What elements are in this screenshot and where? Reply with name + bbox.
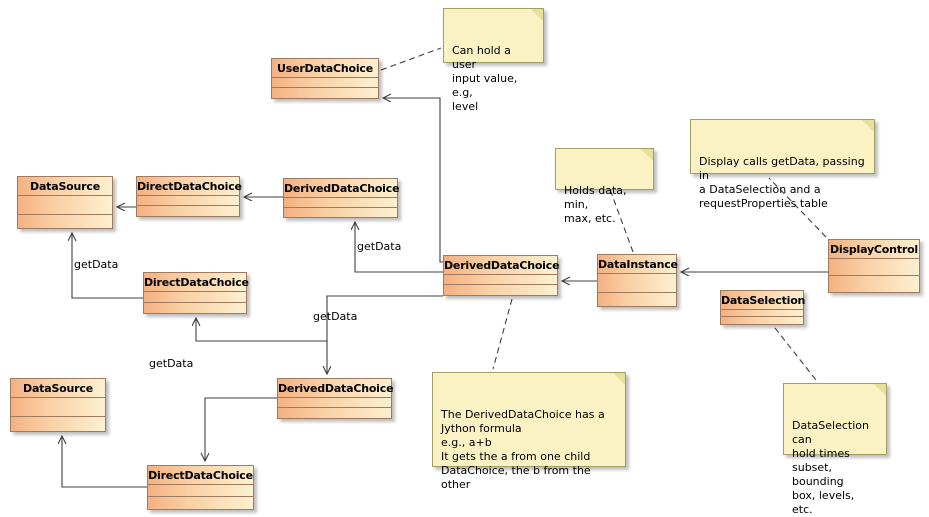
class-title: DerivedDataChoice bbox=[444, 256, 560, 275]
class-operations bbox=[598, 293, 676, 306]
class-attributes bbox=[144, 292, 246, 303]
edge-label-getdata-1: getData bbox=[357, 240, 402, 253]
class-attributes bbox=[829, 259, 919, 276]
class-title: DirectDataChoice bbox=[144, 273, 249, 292]
class-deriveddatachoice-mid[interactable]: DerivedDataChoice bbox=[443, 255, 560, 296]
class-attributes bbox=[148, 485, 253, 497]
class-title: DerivedDataChoice bbox=[284, 179, 400, 198]
class-attributes bbox=[272, 78, 378, 88]
class-displaycontrol[interactable]: DisplayControl bbox=[828, 239, 920, 293]
class-directdatachoice-mid[interactable]: DirectDataChoice bbox=[143, 272, 249, 314]
class-title: DataSelection bbox=[721, 291, 805, 310]
edge-derivedmid-note bbox=[492, 298, 513, 370]
edge-label-getdata-2: getData bbox=[74, 258, 119, 271]
class-attributes bbox=[721, 310, 803, 317]
note-fold-icon bbox=[613, 373, 625, 385]
class-title: DataSource bbox=[11, 379, 105, 398]
class-title: DisplayControl bbox=[829, 240, 919, 259]
note-displaycontrol: Display calls getData, passing in a Data… bbox=[690, 119, 875, 210]
note-text: Can hold a user input value, e.g, level bbox=[452, 44, 518, 113]
class-operations bbox=[284, 208, 397, 217]
note-text: DataSelection can hold times subset, bou… bbox=[792, 419, 869, 516]
class-title: DirectDataChoice bbox=[137, 177, 242, 196]
class-title: DataSource bbox=[18, 177, 112, 196]
edge-label-getdata-4: getData bbox=[149, 357, 194, 370]
class-operations bbox=[829, 276, 919, 292]
class-operations bbox=[278, 408, 391, 418]
class-datasource-top[interactable]: DataSource bbox=[17, 176, 113, 229]
edge-directbot-datasourcebot bbox=[62, 436, 147, 488]
note-fold-icon bbox=[641, 149, 653, 161]
class-title: DirectDataChoice bbox=[148, 466, 253, 485]
edge-derivedbot-directbot bbox=[205, 397, 277, 461]
edge-dataselection-note bbox=[774, 327, 817, 381]
class-operations bbox=[721, 317, 803, 324]
edge-userdatachoice-note bbox=[380, 47, 442, 71]
class-attributes bbox=[444, 275, 557, 285]
note-userdatachoice: Can hold a user input value, e.g, level bbox=[443, 8, 544, 113]
class-attributes bbox=[137, 196, 239, 206]
class-operations bbox=[11, 417, 105, 431]
class-title: DataInstance bbox=[598, 255, 678, 274]
class-operations bbox=[18, 215, 112, 228]
class-datainstance[interactable]: DataInstance bbox=[597, 254, 678, 307]
note-fold-icon bbox=[874, 384, 886, 396]
class-operations bbox=[144, 303, 246, 313]
note-text: The DerivedDataChoice has a Jython formu… bbox=[441, 408, 605, 491]
class-operations bbox=[137, 206, 239, 216]
edge-label-getdata-3: getData bbox=[313, 310, 358, 323]
class-operations bbox=[272, 88, 378, 98]
note-dataselection: DataSelection can hold times subset, bou… bbox=[783, 383, 887, 516]
class-title: UserDataChoice bbox=[272, 59, 378, 78]
class-deriveddatachoice-bot[interactable]: DerivedDataChoice bbox=[277, 378, 394, 419]
class-operations bbox=[148, 497, 253, 508]
class-deriveddatachoice-top[interactable]: DerivedDataChoice bbox=[283, 178, 400, 218]
class-attributes bbox=[18, 196, 112, 215]
class-operations bbox=[444, 285, 557, 295]
class-directdatachoice-bot[interactable]: DirectDataChoice bbox=[147, 465, 254, 510]
note-datainstance: Holds data, min, max, etc. bbox=[555, 148, 654, 225]
class-attributes bbox=[278, 398, 391, 408]
class-attributes bbox=[284, 198, 397, 208]
note-text: Display calls getData, passing in a Data… bbox=[699, 155, 865, 210]
class-userdatachoice[interactable]: UserDataChoice bbox=[271, 58, 379, 99]
class-attributes bbox=[598, 274, 676, 293]
note-fold-icon bbox=[862, 120, 874, 132]
note-deriveddatachoice: The DerivedDataChoice has a Jython formu… bbox=[432, 372, 626, 491]
class-directdatachoice-top[interactable]: DirectDataChoice bbox=[136, 176, 242, 217]
class-attributes bbox=[11, 398, 105, 417]
class-datasource-bot[interactable]: DataSource bbox=[10, 378, 106, 432]
note-fold-icon bbox=[531, 9, 543, 21]
class-dataselection[interactable]: DataSelection bbox=[720, 290, 805, 325]
note-text: Holds data, min, max, etc. bbox=[564, 184, 627, 225]
class-title: DerivedDataChoice bbox=[278, 379, 394, 398]
